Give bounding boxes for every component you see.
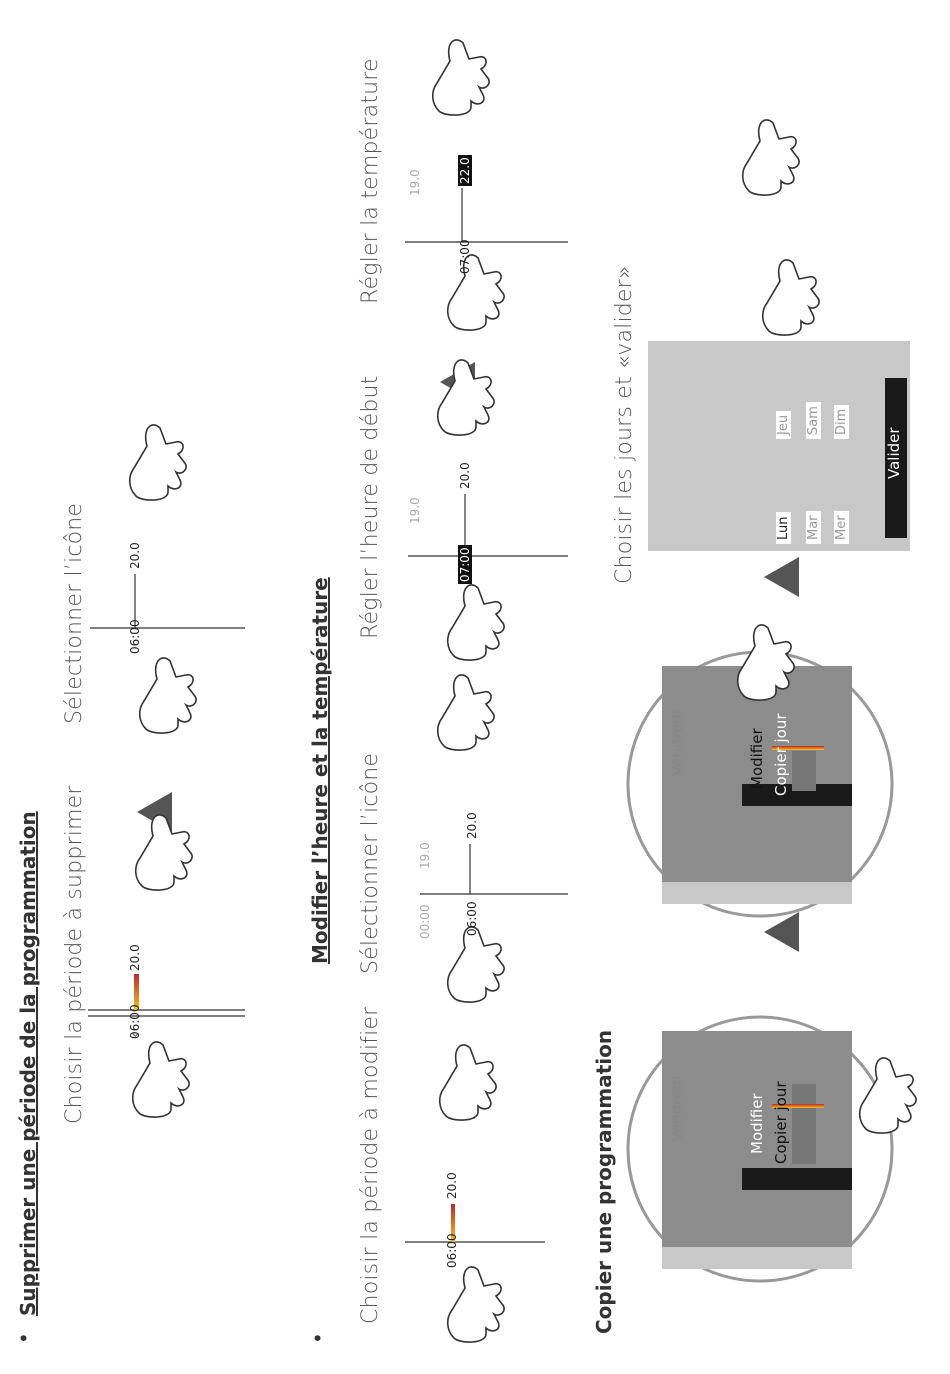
modify-timeline-4 — [405, 188, 568, 243]
temp-label: 19.0 — [418, 842, 432, 869]
temp-label: 20.0 — [465, 812, 479, 839]
day-sam[interactable]: Sam — [806, 402, 821, 439]
arrow-triangle — [764, 912, 799, 952]
time-label: 07:00 — [458, 239, 472, 274]
time-label: 06:00 — [445, 1233, 459, 1268]
time-label: 06:00 — [128, 1004, 142, 1039]
day-jeu[interactable]: Jeu — [776, 410, 791, 439]
modify-timeline-3 — [408, 494, 568, 557]
temp-label: 19.0 — [408, 169, 422, 196]
dial-1 — [626, 1015, 894, 1283]
time-label-selected: 07:00 — [458, 545, 472, 584]
validate-button[interactable]: Valider — [885, 427, 903, 479]
delete-timeline-1 — [88, 974, 245, 1017]
day-dim[interactable]: Dim — [834, 404, 849, 439]
arrow-triangle — [764, 557, 799, 597]
dial-day: Vendredi — [668, 709, 686, 776]
dial-modify[interactable]: Modifier — [748, 1093, 766, 1154]
dial-copy[interactable]: Copier jour — [772, 713, 790, 796]
temp-label: 20.0 — [445, 1172, 459, 1199]
day-mar[interactable]: Mar — [806, 511, 821, 544]
temp-label: 20.0 — [128, 944, 142, 971]
dial-day: Vendredi — [668, 1075, 686, 1142]
delete-timeline-2 — [90, 574, 245, 629]
modify-timeline-1 — [405, 1204, 545, 1243]
modify-timeline-2 — [420, 844, 568, 895]
temp-label: 20.0 — [128, 542, 142, 569]
time-label: 06:00 — [128, 619, 142, 654]
dial-copy[interactable]: Copier jour — [772, 1081, 790, 1164]
dial-2 — [626, 650, 894, 918]
dial-modify[interactable]: Modifier — [748, 728, 766, 789]
temp-label: 19.0 — [408, 497, 422, 524]
temp-label: 20.0 — [458, 462, 472, 489]
time-label: 00:00 — [418, 904, 432, 939]
temp-label-selected: 22.0 — [458, 155, 472, 186]
day-mer[interactable]: Mer — [834, 511, 849, 544]
days-panel — [648, 341, 910, 551]
time-label: 06:00 — [465, 901, 479, 936]
day-lun[interactable]: Lun — [776, 512, 791, 544]
svg-text:‹: ‹ — [125, 1032, 144, 1038]
